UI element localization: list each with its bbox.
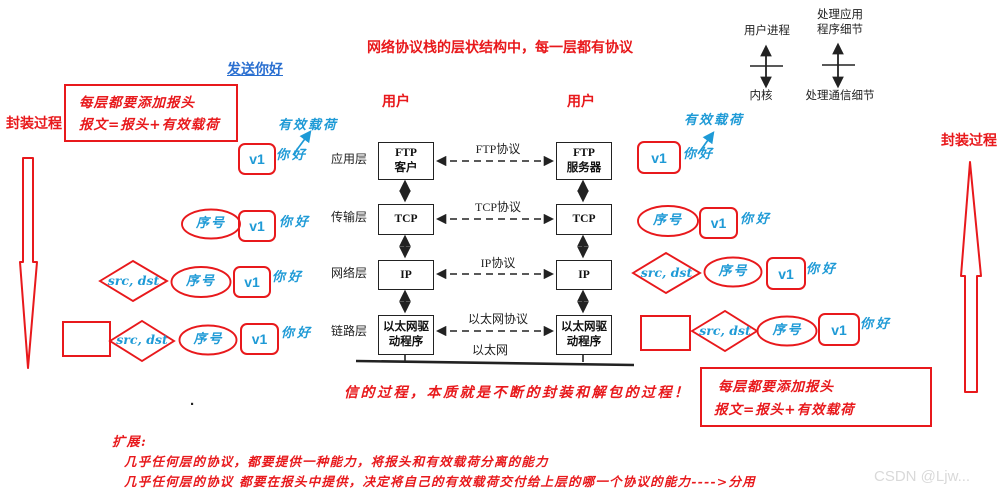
extension-line2: 几乎任何层的协议 都要在报头中提供，决定将自己的有效载荷交付给上层的哪一个协议的… [124, 474, 756, 489]
v1-box-left-link: v1 [240, 323, 279, 355]
node-ftp-client: FTP 客户 [378, 142, 434, 180]
node-driver-right-line1: 以太网驱 [561, 321, 607, 334]
hello-left-transport: 你好 [279, 215, 312, 230]
bottom-note: 信的过程，本质就是不断的封装和解包的过程！ [344, 385, 691, 401]
layer-label-link: 链路层 [331, 324, 368, 338]
v1-box-right-network: v1 [766, 257, 806, 290]
encapsulation-label-right: 封装过程 [941, 132, 997, 148]
note-left-line1: 每层都要添加报头 [79, 95, 195, 111]
hello-left-app: 你好 [276, 148, 309, 163]
hello-right-transport: 你好 [740, 212, 773, 227]
node-tcp-left-label: TCP [394, 213, 418, 226]
v1-label: v1 [778, 265, 794, 282]
v1-box-right-link: v1 [818, 313, 860, 346]
node-ip-right-label: IP [578, 268, 590, 281]
node-ftp-client-line1: FTP [395, 147, 417, 160]
v1-label: v1 [710, 215, 727, 231]
hello-right-app: 你好 [683, 147, 716, 162]
user-label-right: 用户 [567, 93, 595, 109]
ethernet-bus-line [355, 359, 635, 367]
note-right-line1: 每层都要添加报头 [718, 379, 834, 395]
v1-box-right-transport: v1 [699, 207, 738, 239]
v1-label: v1 [244, 274, 260, 290]
v1-box-left-transport: v1 [238, 210, 276, 242]
layer-label-network: 网络层 [331, 266, 368, 280]
watermark: CSDN @Ljw... [874, 468, 971, 485]
srcdst-label-left-network: src, dst [107, 273, 160, 288]
layer-label-transport: 传输层 [331, 210, 368, 224]
srcdst-label-right-network: src, dst [640, 265, 693, 280]
link-header-box-left [62, 321, 111, 357]
node-ftp-server: FTP 服务器 [556, 142, 612, 180]
node-ip-left-label: IP [400, 268, 412, 281]
extension-title: 扩展: [112, 435, 148, 450]
protocol-label-ethernet: 以太网协议 [467, 312, 528, 326]
node-tcp-right-label: TCP [572, 213, 596, 226]
seq-label-right-link: 序号 [772, 323, 803, 338]
stray-dot: . [190, 392, 195, 409]
srcdst-label-left-link: src, dst [116, 332, 168, 347]
encapsulation-down-arrow [19, 157, 38, 369]
payload-label-right: 有效载荷 [684, 113, 745, 128]
note-box-left: 每层都要添加报头 报文=报头+有效载荷 [64, 84, 238, 142]
protocol-label-ip: IP协议 [480, 256, 516, 270]
protocol-label-ftp: FTP协议 [475, 142, 521, 156]
user-label-left: 用户 [382, 93, 410, 109]
hello-right-link: 你好 [860, 317, 893, 332]
node-driver-right: 以太网驱 动程序 [556, 315, 612, 355]
seq-label-left-network: 序号 [185, 274, 216, 289]
user-process-label: 用户进程 [744, 25, 790, 37]
node-ftp-server-line2: 服务器 [566, 162, 602, 174]
v1-label: v1 [251, 331, 268, 347]
note-box-right: 每层都要添加报头 报文=报头+有效载荷 [700, 367, 932, 427]
node-driver-left-line2: 动程序 [388, 336, 424, 348]
encapsulation-up-arrow [960, 161, 982, 393]
extension-line1: 几乎任何层的协议，都要提供一种能力，将报头和有效载荷分离的能力 [124, 454, 549, 469]
node-driver-right-line2: 动程序 [566, 336, 602, 348]
v1-label: v1 [249, 151, 265, 167]
seq-label-right-transport: 序号 [652, 213, 683, 228]
hello-left-network: 你好 [272, 270, 305, 285]
node-ftp-server-line1: FTP [573, 147, 595, 160]
seq-label-right-network: 序号 [718, 264, 749, 279]
note-left-line2: 报文=报头+有效载荷 [79, 117, 220, 133]
payload-label-left: 有效载荷 [278, 118, 339, 133]
v1-label: v1 [651, 149, 667, 166]
v1-label: v1 [831, 321, 847, 338]
seq-label-left-transport: 序号 [195, 216, 226, 231]
app-detail-line1: 处理应用 [817, 9, 863, 21]
v1-box-left-app: v1 [238, 143, 276, 175]
hello-right-network: 你好 [806, 262, 839, 277]
protocol-label-tcp: TCP协议 [474, 200, 521, 214]
v1-label: v1 [249, 218, 265, 234]
v1-box-left-network: v1 [233, 266, 271, 298]
node-driver-left: 以太网驱 动程序 [378, 315, 434, 355]
node-ip-left: IP [378, 260, 434, 290]
page-title: 网络协议栈的层状结构中，每一层都有协议 [367, 39, 633, 55]
link-header-box-right [640, 315, 691, 351]
node-ip-right: IP [556, 260, 612, 290]
v1-box-right-app: v1 [637, 141, 681, 174]
node-tcp-left: TCP [378, 204, 434, 235]
note-right-line2: 报文=报头+有效载荷 [714, 402, 855, 418]
node-ftp-client-line2: 客户 [394, 162, 418, 174]
seq-label-left-link: 序号 [193, 332, 224, 347]
encapsulation-label-left: 封装过程 [6, 115, 62, 131]
hello-left-link: 你好 [281, 326, 314, 341]
layer-label-application: 应用层 [331, 152, 368, 166]
ethernet-bus-label: 以太网 [471, 343, 508, 357]
srcdst-label-right-link: src, dst [699, 323, 751, 338]
comm-detail-label: 处理通信细节 [805, 90, 875, 102]
kernel-label: 内核 [749, 90, 773, 102]
app-detail-line2: 程序细节 [817, 24, 863, 36]
node-tcp-right: TCP [556, 204, 612, 235]
node-driver-left-line1: 以太网驱 [383, 321, 429, 334]
send-hello-label: 发送你好 [227, 61, 283, 77]
